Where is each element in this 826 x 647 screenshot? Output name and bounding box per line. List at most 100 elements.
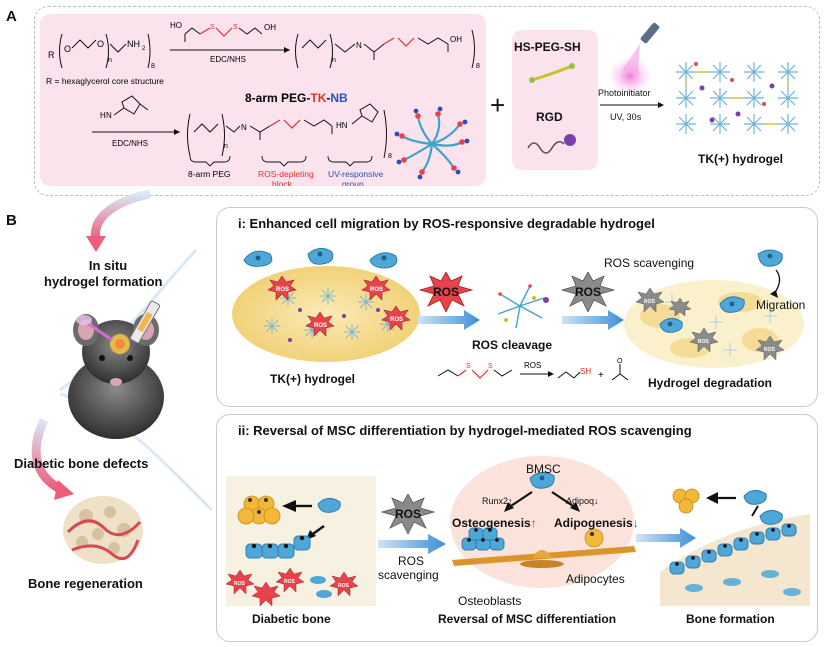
panel-i-title: i: Enhanced cell migration by ROS-respon…	[238, 216, 655, 231]
brace-peg-label: 8-arm PEG	[188, 169, 231, 179]
runx2-label: Runx2↑	[482, 496, 513, 506]
uv-lamp-icon	[608, 22, 660, 92]
ros-diabetic-3: ROS	[338, 583, 350, 589]
svg-text:S: S	[488, 363, 493, 370]
brace-uv-line2: group	[342, 179, 364, 186]
ros-gel-2: ROS	[370, 287, 383, 293]
synthesis-box	[40, 14, 486, 186]
in-situ-line2: hydrogel formation	[44, 274, 163, 289]
crosslinker-box	[512, 30, 598, 170]
ros-scavenging-label: ROS scavenging	[604, 256, 695, 270]
subscript-8-1: 8	[151, 63, 155, 70]
ros-degraded-3: ROS	[764, 347, 776, 353]
adipogenesis-label: Adipogenesis↓	[554, 516, 639, 530]
blue-arrow-1	[418, 310, 480, 330]
panel-i-gel-label: TK(+) hydrogel	[270, 372, 356, 386]
osteo-arrow: ↑	[530, 516, 537, 530]
syringe-icon	[125, 300, 161, 359]
h2n-label: H	[100, 111, 106, 120]
adipoq-label: Adipoq↓	[566, 496, 599, 506]
panel-ii-title: ii: Reversal of MSC differentiation by h…	[238, 423, 692, 438]
r-definition: R = hexaglycerol core structure	[46, 76, 164, 86]
photoinitiator-label: Photoinitiator	[598, 88, 651, 98]
ros-diabetic-2: ROS	[284, 579, 296, 585]
ros-gel-1: ROS	[276, 287, 289, 293]
photo-arrow	[600, 102, 664, 108]
plus-sign: +	[490, 90, 506, 120]
bmsc-label: BMSC	[526, 462, 561, 476]
svg-text:O: O	[97, 39, 104, 49]
ros-burst-gray-label: ROS	[575, 285, 601, 299]
ho-label: HO	[170, 21, 182, 30]
subscript-8-2: 8	[476, 63, 480, 70]
diabetic-bone-cells: ROS ROS ROS	[226, 476, 376, 606]
subscript-n-1: n	[108, 57, 112, 64]
panel-a-frame	[34, 6, 820, 196]
amide-n-label: N	[356, 41, 362, 50]
osteoblasts-label: Osteoblasts	[458, 594, 522, 608]
ros-scavenging-line1: ROS	[398, 554, 425, 568]
adipo-arrow: ↓	[632, 516, 639, 530]
svg-text:S: S	[233, 24, 238, 31]
ros-burst-gray-icon: ROS	[560, 272, 616, 312]
ros-gel-4: ROS	[390, 317, 403, 323]
svg-text:O: O	[617, 358, 623, 365]
reaction-reagent: ROS	[524, 361, 541, 370]
osteogenesis-label: Osteogenesis↑	[452, 516, 537, 530]
subscript-n-2: n	[332, 57, 336, 64]
mouse-icon	[68, 314, 164, 439]
ros-burst-gray-label-2: ROS	[395, 507, 421, 521]
hn-label: HN	[336, 121, 348, 130]
reaction-plus: +	[598, 370, 604, 381]
blue-arrow-3	[378, 534, 446, 554]
nh2-subscript: 2	[142, 46, 146, 52]
reaction-sh: SH	[580, 367, 591, 376]
ros-burst-label: ROS	[433, 285, 459, 299]
r-group-label: R	[48, 50, 55, 60]
synthesis-scheme: R O O n NH 2 8 HO S S OH EDC/NHS n N OH …	[46, 21, 480, 186]
bone-formation-cells	[660, 488, 810, 606]
ros-burst-icon: ROS	[418, 272, 474, 312]
panel-label-b: B	[6, 212, 17, 229]
panel-label-a: A	[6, 8, 17, 25]
ros-gel-3: ROS	[314, 323, 327, 329]
product-title: 8-arm PEG-TK-NB	[245, 91, 348, 105]
blue-arrow-2	[562, 310, 624, 330]
diabetic-bone-label: Diabetic bone	[252, 612, 331, 626]
step2-reagent: EDC/NHS	[112, 139, 148, 148]
uv-time-label: UV, 30s	[610, 112, 642, 122]
ros-degraded-2: ROS	[698, 339, 710, 345]
cleaved-star-icon	[497, 284, 549, 329]
blue-arrow-4	[636, 528, 696, 548]
oh-label: OH	[264, 23, 276, 32]
adipocytes-label: Adipocytes	[566, 572, 625, 586]
degraded-hydrogel-icon: ROS ROS ROS	[624, 280, 804, 368]
peg-star-icon	[394, 106, 470, 180]
brace-uv-line1: UV-responsive	[328, 169, 384, 179]
bone-scaffold-icon	[63, 496, 143, 564]
ros-burst-gray-icon-2: ROS	[380, 494, 436, 534]
step1-reagent: EDC/NHS	[210, 55, 246, 64]
cells-top-row	[243, 248, 398, 269]
brace-ros-line2: block	[272, 179, 293, 186]
amide-n-label-2: N	[241, 123, 247, 132]
in-situ-line1: In situ	[88, 258, 128, 273]
reversal-label: Reversal of MSC differentiation	[438, 612, 617, 626]
osteogenesis-text: Osteogenesis	[452, 516, 531, 530]
migration-label: Migration	[756, 298, 806, 312]
ros-cleavage-label: ROS cleavage	[472, 338, 553, 352]
ros-diabetic-1: ROS	[234, 581, 246, 587]
brace-ros-line1: ROS-depleting	[258, 169, 314, 179]
subscript-8-3: 8	[388, 153, 392, 160]
bone-formation-label: Bone formation	[686, 612, 775, 626]
h2n-tail: N	[106, 111, 112, 120]
ros-scavenging-line2: scavenging	[378, 568, 439, 582]
degradation-label: Hydrogel degradation	[648, 376, 773, 390]
svg-text:S: S	[210, 24, 215, 31]
rgd-icon	[527, 134, 576, 154]
tk-cleavage-reaction: S S ROS SH + O	[437, 358, 629, 381]
nh2-label: NH	[127, 39, 140, 49]
balance-seesaw-icon	[450, 456, 636, 588]
gel-ros-markers: ROS ROS ROS ROS	[267, 276, 411, 337]
svg-text:O: O	[64, 44, 71, 54]
